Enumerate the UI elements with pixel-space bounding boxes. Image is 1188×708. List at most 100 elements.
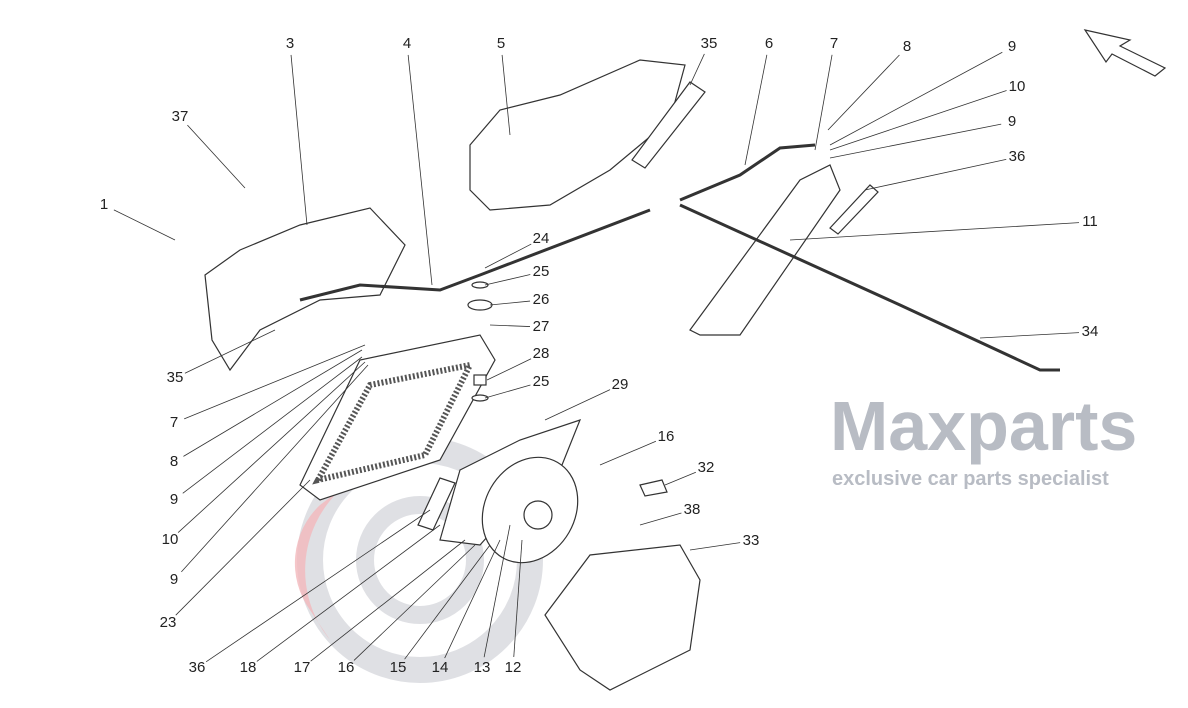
part-label: 28 <box>533 345 550 362</box>
leader-line <box>864 158 1007 191</box>
watermark-disc-inner <box>356 496 484 624</box>
grommet <box>473 374 487 386</box>
leader-line <box>484 274 531 286</box>
leader-line <box>113 209 176 241</box>
washer <box>471 281 489 289</box>
leader-line <box>184 344 366 420</box>
leader-line <box>689 542 741 551</box>
parts <box>204 29 1167 691</box>
leader-line <box>489 300 531 306</box>
leader-line <box>484 384 531 399</box>
part-label: 10 <box>1009 78 1026 95</box>
overflow-pipe <box>679 203 1060 372</box>
part-label: 38 <box>684 501 701 518</box>
duct-seal-top <box>631 81 706 169</box>
leader-line <box>829 123 1002 159</box>
part-label: 5 <box>497 35 505 52</box>
radiator-core <box>312 360 476 485</box>
leader-line <box>290 54 308 226</box>
clamp <box>639 479 668 497</box>
leader-lines <box>113 51 1080 663</box>
part-label: 7 <box>830 35 838 52</box>
part-label: 33 <box>743 532 760 549</box>
leader-line <box>664 471 696 486</box>
watermark-brand: Maxparts <box>830 387 1137 465</box>
leader-line <box>979 332 1080 339</box>
part-label: 27 <box>533 318 550 335</box>
leader-line <box>829 90 1007 151</box>
leader-line <box>444 539 501 659</box>
part-label: 12 <box>505 659 522 676</box>
leader-line <box>404 544 491 660</box>
leader-line <box>744 54 768 166</box>
part-label: 25 <box>533 263 550 280</box>
part-label: 32 <box>698 459 715 476</box>
radiator <box>299 334 496 501</box>
leader-line <box>205 509 431 663</box>
leader-line <box>639 512 682 526</box>
part-label: 13 <box>474 659 491 676</box>
leader-line <box>184 329 276 374</box>
part-label: 14 <box>432 659 449 676</box>
watermark-red-arc <box>294 490 340 640</box>
part-label: 15 <box>390 659 407 676</box>
part-label: 11 <box>1082 213 1098 230</box>
rubber-mount <box>467 299 493 311</box>
part-label: 36 <box>1009 148 1026 165</box>
leader-line <box>187 124 246 189</box>
leader-line <box>513 539 523 658</box>
part-label: 9 <box>1008 38 1016 55</box>
leader-line <box>256 524 441 662</box>
leader-line <box>789 222 1080 241</box>
leader-line <box>689 53 705 86</box>
leader-line <box>183 349 363 457</box>
part-label: 3 <box>286 35 294 52</box>
leader-line <box>486 358 532 381</box>
lower-air-duct <box>544 544 701 691</box>
leader-line <box>483 524 511 658</box>
leader-line <box>827 54 900 131</box>
leader-line <box>829 51 1003 146</box>
leader-line <box>407 54 433 286</box>
left-air-duct <box>204 207 406 372</box>
leader-line <box>484 243 532 269</box>
leader-line <box>310 539 466 662</box>
part-label: 23 <box>160 614 177 631</box>
part-label: 10 <box>162 531 179 548</box>
part-label: 6 <box>765 35 773 52</box>
leader-line <box>181 364 369 573</box>
part-label: 17 <box>294 659 311 676</box>
part-label: 25 <box>533 373 550 390</box>
side-seal <box>417 477 456 531</box>
direction-arrow <box>1083 29 1167 77</box>
part-label: 29 <box>612 376 629 393</box>
part-label: 9 <box>1008 113 1016 130</box>
part-label: 24 <box>533 230 550 247</box>
part-label: 8 <box>903 38 911 55</box>
hose-upper <box>679 143 816 202</box>
part-label: 18 <box>240 659 257 676</box>
fan-motor <box>523 500 553 530</box>
part-label: 7 <box>170 414 178 431</box>
washer-lower <box>471 394 489 402</box>
part-label: 9 <box>170 571 178 588</box>
part-label: 4 <box>403 35 411 52</box>
part-label: 35 <box>167 369 184 386</box>
part-label: 16 <box>658 428 675 445</box>
expansion-tank <box>689 164 841 336</box>
part-label: 36 <box>189 659 206 676</box>
hose <box>299 208 651 302</box>
leader-line <box>599 440 657 466</box>
leader-line <box>182 356 363 494</box>
part-label: 1 <box>100 196 108 213</box>
part-label: 9 <box>170 491 178 508</box>
leader-line <box>489 324 531 327</box>
leader-line <box>175 479 311 616</box>
leader-line <box>177 361 366 533</box>
leader-line <box>544 389 611 421</box>
part-label: 16 <box>338 659 355 676</box>
part-label: 8 <box>170 453 178 470</box>
